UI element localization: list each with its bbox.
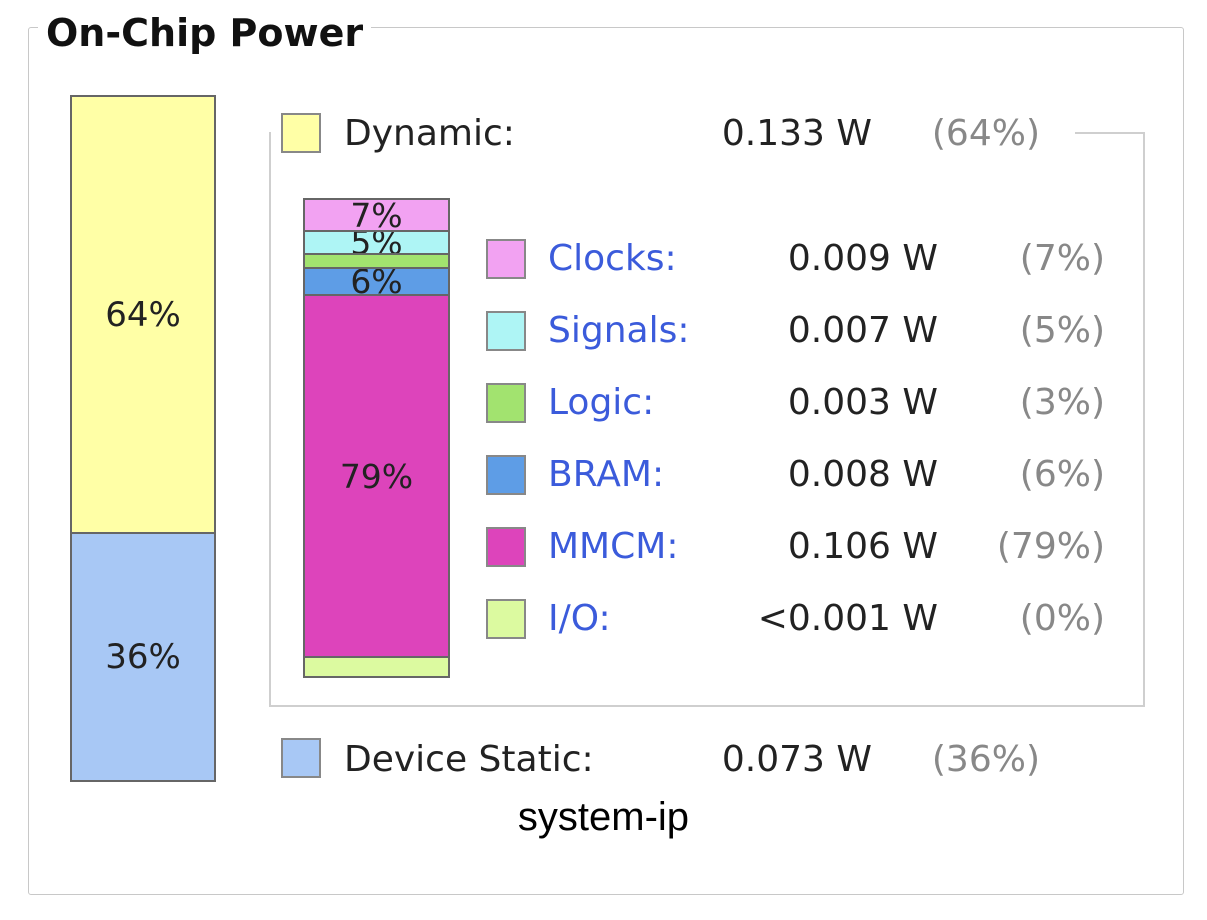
bram-link[interactable]: BRAM: [548, 454, 665, 495]
dynamic-bar-signals-label: 5% [350, 232, 403, 255]
panel-title: On-Chip Power [38, 10, 372, 56]
logic-percent: (3%) [1019, 382, 1105, 423]
dynamic-bar-signals-segment: 5% [305, 232, 448, 255]
static-label: Device Static: [344, 739, 594, 780]
dynamic-color-swatch [281, 113, 321, 153]
total-bar-dynamic-segment: 64% [72, 97, 214, 534]
total-bar-static-segment: 36% [72, 534, 214, 780]
bram-color-swatch [486, 455, 526, 495]
total-bar-static-label: 36% [105, 637, 181, 677]
dynamic-label: Dynamic: [344, 113, 515, 154]
dynamic-bar-clocks-segment: 7% [305, 200, 448, 232]
caption: system-ip [517, 795, 690, 839]
mmcm-link[interactable]: MMCM: [548, 526, 679, 567]
dynamic-bar-io-segment [305, 658, 448, 676]
dynamic-bar-mmcm-segment: 79% [305, 296, 448, 658]
dynamic-power-bar: 7%5% 6% 79% [303, 198, 450, 678]
clocks-value: 0.009 W [787, 238, 938, 279]
dynamic-breakdown-box [269, 132, 1145, 707]
signals-percent: (5%) [1019, 310, 1105, 351]
total-bar-dynamic-label: 64% [105, 294, 181, 335]
on-chip-power-panel [28, 27, 1184, 895]
io-link[interactable]: I/O: [548, 598, 611, 639]
dynamic-bar-logic-segment [305, 255, 448, 269]
logic-value: 0.003 W [787, 382, 938, 423]
clocks-percent: (7%) [1019, 238, 1105, 279]
logic-color-swatch [486, 383, 526, 423]
mmcm-value: 0.106 W [787, 526, 938, 567]
dynamic-bar-bram-label: 6% [350, 269, 403, 296]
dynamic-percent: (64%) [931, 113, 1040, 154]
io-value: <0.001 W [757, 598, 938, 639]
signals-value: 0.007 W [787, 310, 938, 351]
logic-link[interactable]: Logic: [548, 382, 655, 423]
bram-value: 0.008 W [787, 454, 938, 495]
static-percent: (36%) [931, 739, 1040, 780]
clocks-color-swatch [486, 239, 526, 279]
mmcm-color-swatch [486, 527, 526, 567]
io-percent: (0%) [1019, 598, 1105, 639]
signals-link[interactable]: Signals: [548, 310, 690, 351]
bram-percent: (6%) [1019, 454, 1105, 495]
dynamic-bar-bram-segment: 6% [305, 269, 448, 296]
static-color-swatch [281, 738, 321, 778]
total-power-bar: 64% 36% [70, 95, 216, 782]
dynamic-box-connector [1075, 132, 1145, 134]
dynamic-bar-mmcm-label: 79% [339, 456, 414, 496]
io-color-swatch [486, 599, 526, 639]
mmcm-percent: (79%) [996, 526, 1105, 567]
dynamic-bar-clocks-label: 7% [350, 200, 403, 232]
dynamic-value: 0.133 W [721, 113, 872, 154]
signals-color-swatch [486, 311, 526, 351]
clocks-link[interactable]: Clocks: [548, 238, 677, 279]
static-value: 0.073 W [721, 739, 872, 780]
